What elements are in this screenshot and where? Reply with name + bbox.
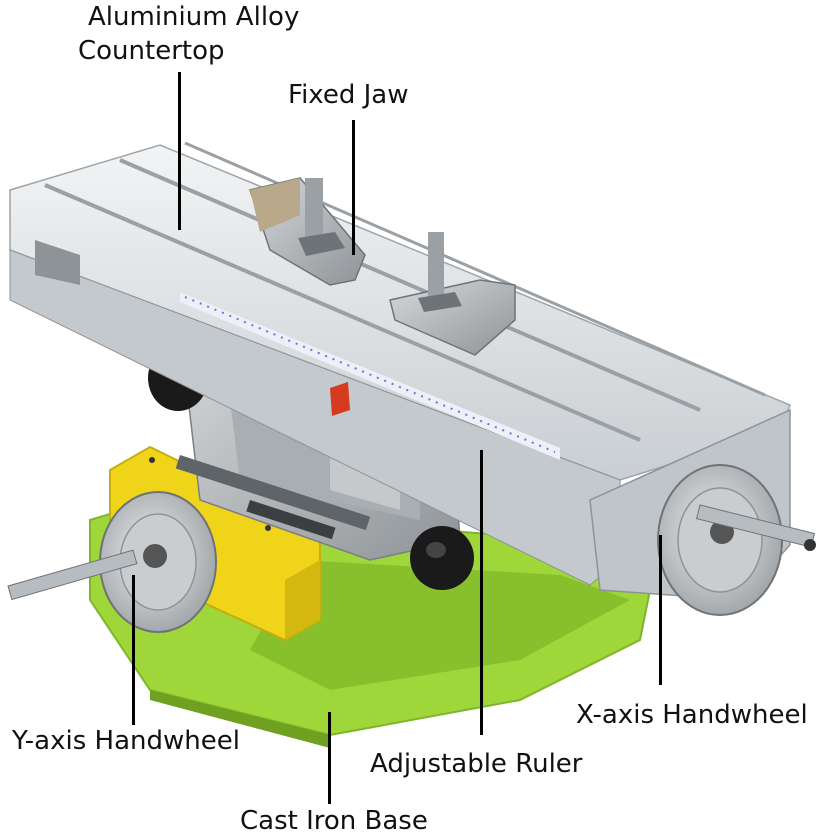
label-fixed-jaw: Fixed Jaw [288, 80, 409, 110]
label-adjustable-ruler: Adjustable Ruler [370, 749, 583, 779]
label-countertop-line2: Countertop [78, 36, 225, 66]
adjustable-ruler [180, 292, 560, 460]
x-axis-handwheel-graphic [657, 464, 816, 616]
movable-jaw-block [389, 232, 516, 356]
fixed-jaw-block [249, 177, 366, 286]
lock-knob-bottom [410, 526, 474, 590]
leader-countertop [178, 72, 181, 230]
leader-x-handwheel [659, 535, 662, 685]
leader-ruler [480, 450, 483, 735]
leader-fixed-jaw [352, 120, 355, 255]
label-y-axis-handwheel: Y-axis Handwheel [12, 726, 240, 756]
leader-base [328, 712, 331, 804]
y-axis-handwheel-graphic [7, 491, 217, 633]
leader-y-handwheel [132, 575, 135, 725]
label-x-axis-handwheel: X-axis Handwheel [576, 700, 808, 730]
label-cast-iron-base: Cast Iron Base [240, 806, 428, 836]
label-countertop-line1: Aluminium Alloy [88, 2, 300, 32]
